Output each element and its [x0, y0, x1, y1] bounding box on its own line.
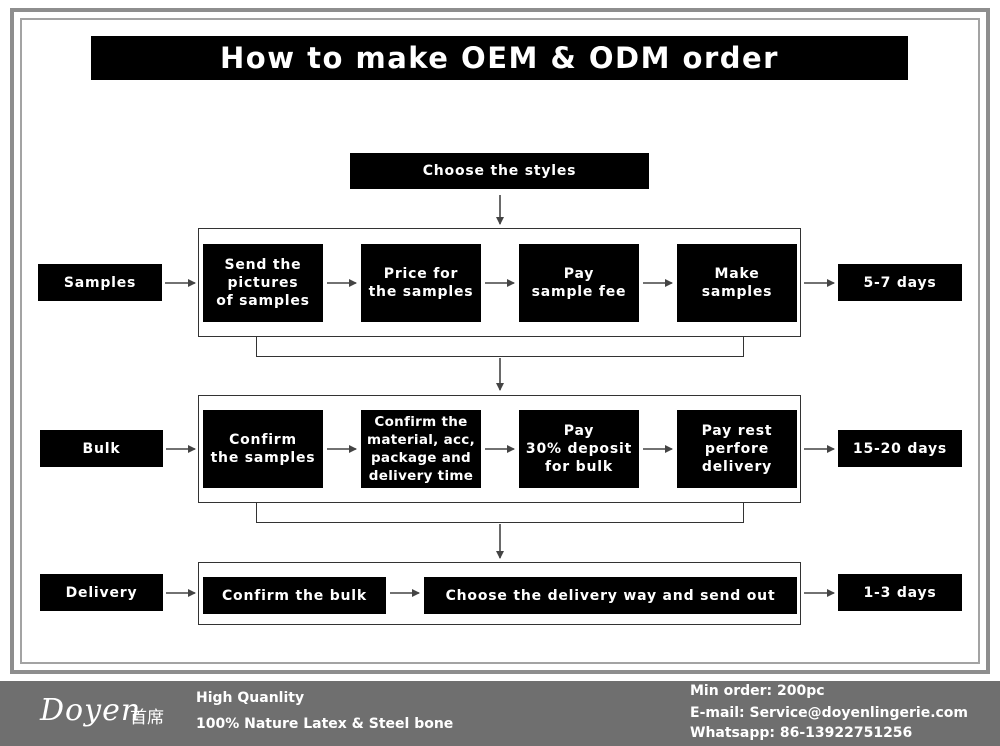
step-confirm-bulk: Confirm the bulk — [203, 577, 386, 614]
diagram-title: How to make OEM & ODM order — [91, 36, 908, 80]
step-make-samples: Make samples — [677, 244, 797, 322]
duration-bulk: 15-20 days — [838, 430, 962, 467]
bulk-group-frame — [198, 395, 801, 503]
step-pay-sample-fee: Pay sample fee — [519, 244, 639, 322]
contact-email: E-mail: Service@doyenlingerie.com — [690, 705, 969, 721]
step-price-samples: Price for the samples — [361, 244, 481, 322]
samples-bracket — [256, 337, 744, 357]
step-send-pictures: Send the pictures of samples — [203, 244, 323, 322]
step-choose-delivery: Choose the delivery way and send out — [424, 577, 797, 614]
step-confirm-samples: Confirm the samples — [203, 410, 323, 488]
step-pay-deposit: Pay 30% deposit for bulk — [519, 410, 639, 488]
duration-delivery: 1-3 days — [838, 574, 962, 611]
duration-samples: 5-7 days — [838, 264, 962, 301]
stage-label-samples: Samples — [38, 264, 162, 301]
tagline-quality: High Quanlity — [196, 690, 305, 706]
step-confirm-material: Confirm the material, acc, package and d… — [361, 410, 481, 488]
start-step-box: Choose the styles — [350, 153, 649, 189]
brand-logo: Doyen — [40, 693, 142, 728]
brand-logo-cn: 首席 — [130, 708, 164, 728]
stage-label-delivery: Delivery — [40, 574, 163, 611]
footer-bar: Doyen 首席 High Quanlity 100% Nature Latex… — [0, 681, 1000, 746]
bulk-bracket — [256, 503, 744, 523]
tagline-material: 100% Nature Latex & Steel bone — [196, 716, 454, 732]
contact-whatsapp: Whatsapp: 86-13922751256 — [690, 725, 913, 741]
stage-label-bulk: Bulk — [40, 430, 163, 467]
samples-group-frame — [198, 228, 801, 337]
step-pay-rest: Pay rest perfore delivery — [677, 410, 797, 488]
outer-frame — [10, 8, 990, 674]
inner-frame — [20, 18, 980, 664]
delivery-group-frame — [198, 562, 801, 625]
min-order: Min order: 200pc — [690, 683, 825, 699]
